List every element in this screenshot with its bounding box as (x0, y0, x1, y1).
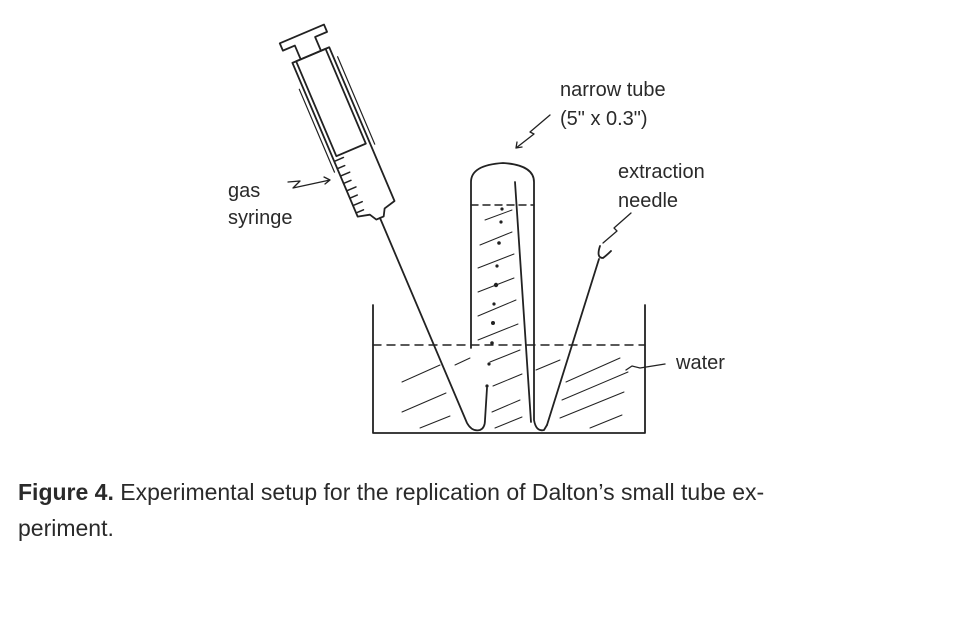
narrow-tube-size-label: (5" x 0.3") (560, 108, 648, 130)
water-leader (625, 363, 666, 371)
syringe-label: syringe (228, 207, 292, 229)
gas-label: gas (228, 180, 260, 202)
figure-caption: Figure 4. Experimental setup for the rep… (18, 474, 918, 546)
caption-text-1: Experimental setup for the replication o… (113, 479, 765, 505)
tube-hatching (477, 209, 523, 387)
syringe-needle (379, 217, 488, 432)
needle-label: needle (618, 190, 678, 212)
figure-number: Figure 4. (18, 479, 114, 505)
water-hatching (401, 357, 629, 429)
syringe-graduations (333, 156, 365, 214)
narrow-tube (470, 162, 548, 432)
narrow-tube-label: narrow tube (560, 79, 666, 101)
water-label: water (675, 352, 725, 374)
beaker (372, 304, 646, 434)
syringe-leader (287, 176, 331, 189)
gas-syringe (278, 23, 396, 221)
apparatus-diagram: narrow tube (5" x 0.3") extraction needl… (228, 23, 725, 434)
caption-text-2: periment. (18, 515, 114, 541)
narrow-tube-leader (515, 114, 551, 149)
extraction-leader (602, 212, 632, 244)
needle-hook (597, 245, 612, 259)
tube-bubbles (485, 207, 504, 388)
extraction-label: extraction (618, 161, 705, 183)
extraction-needle (546, 258, 600, 426)
